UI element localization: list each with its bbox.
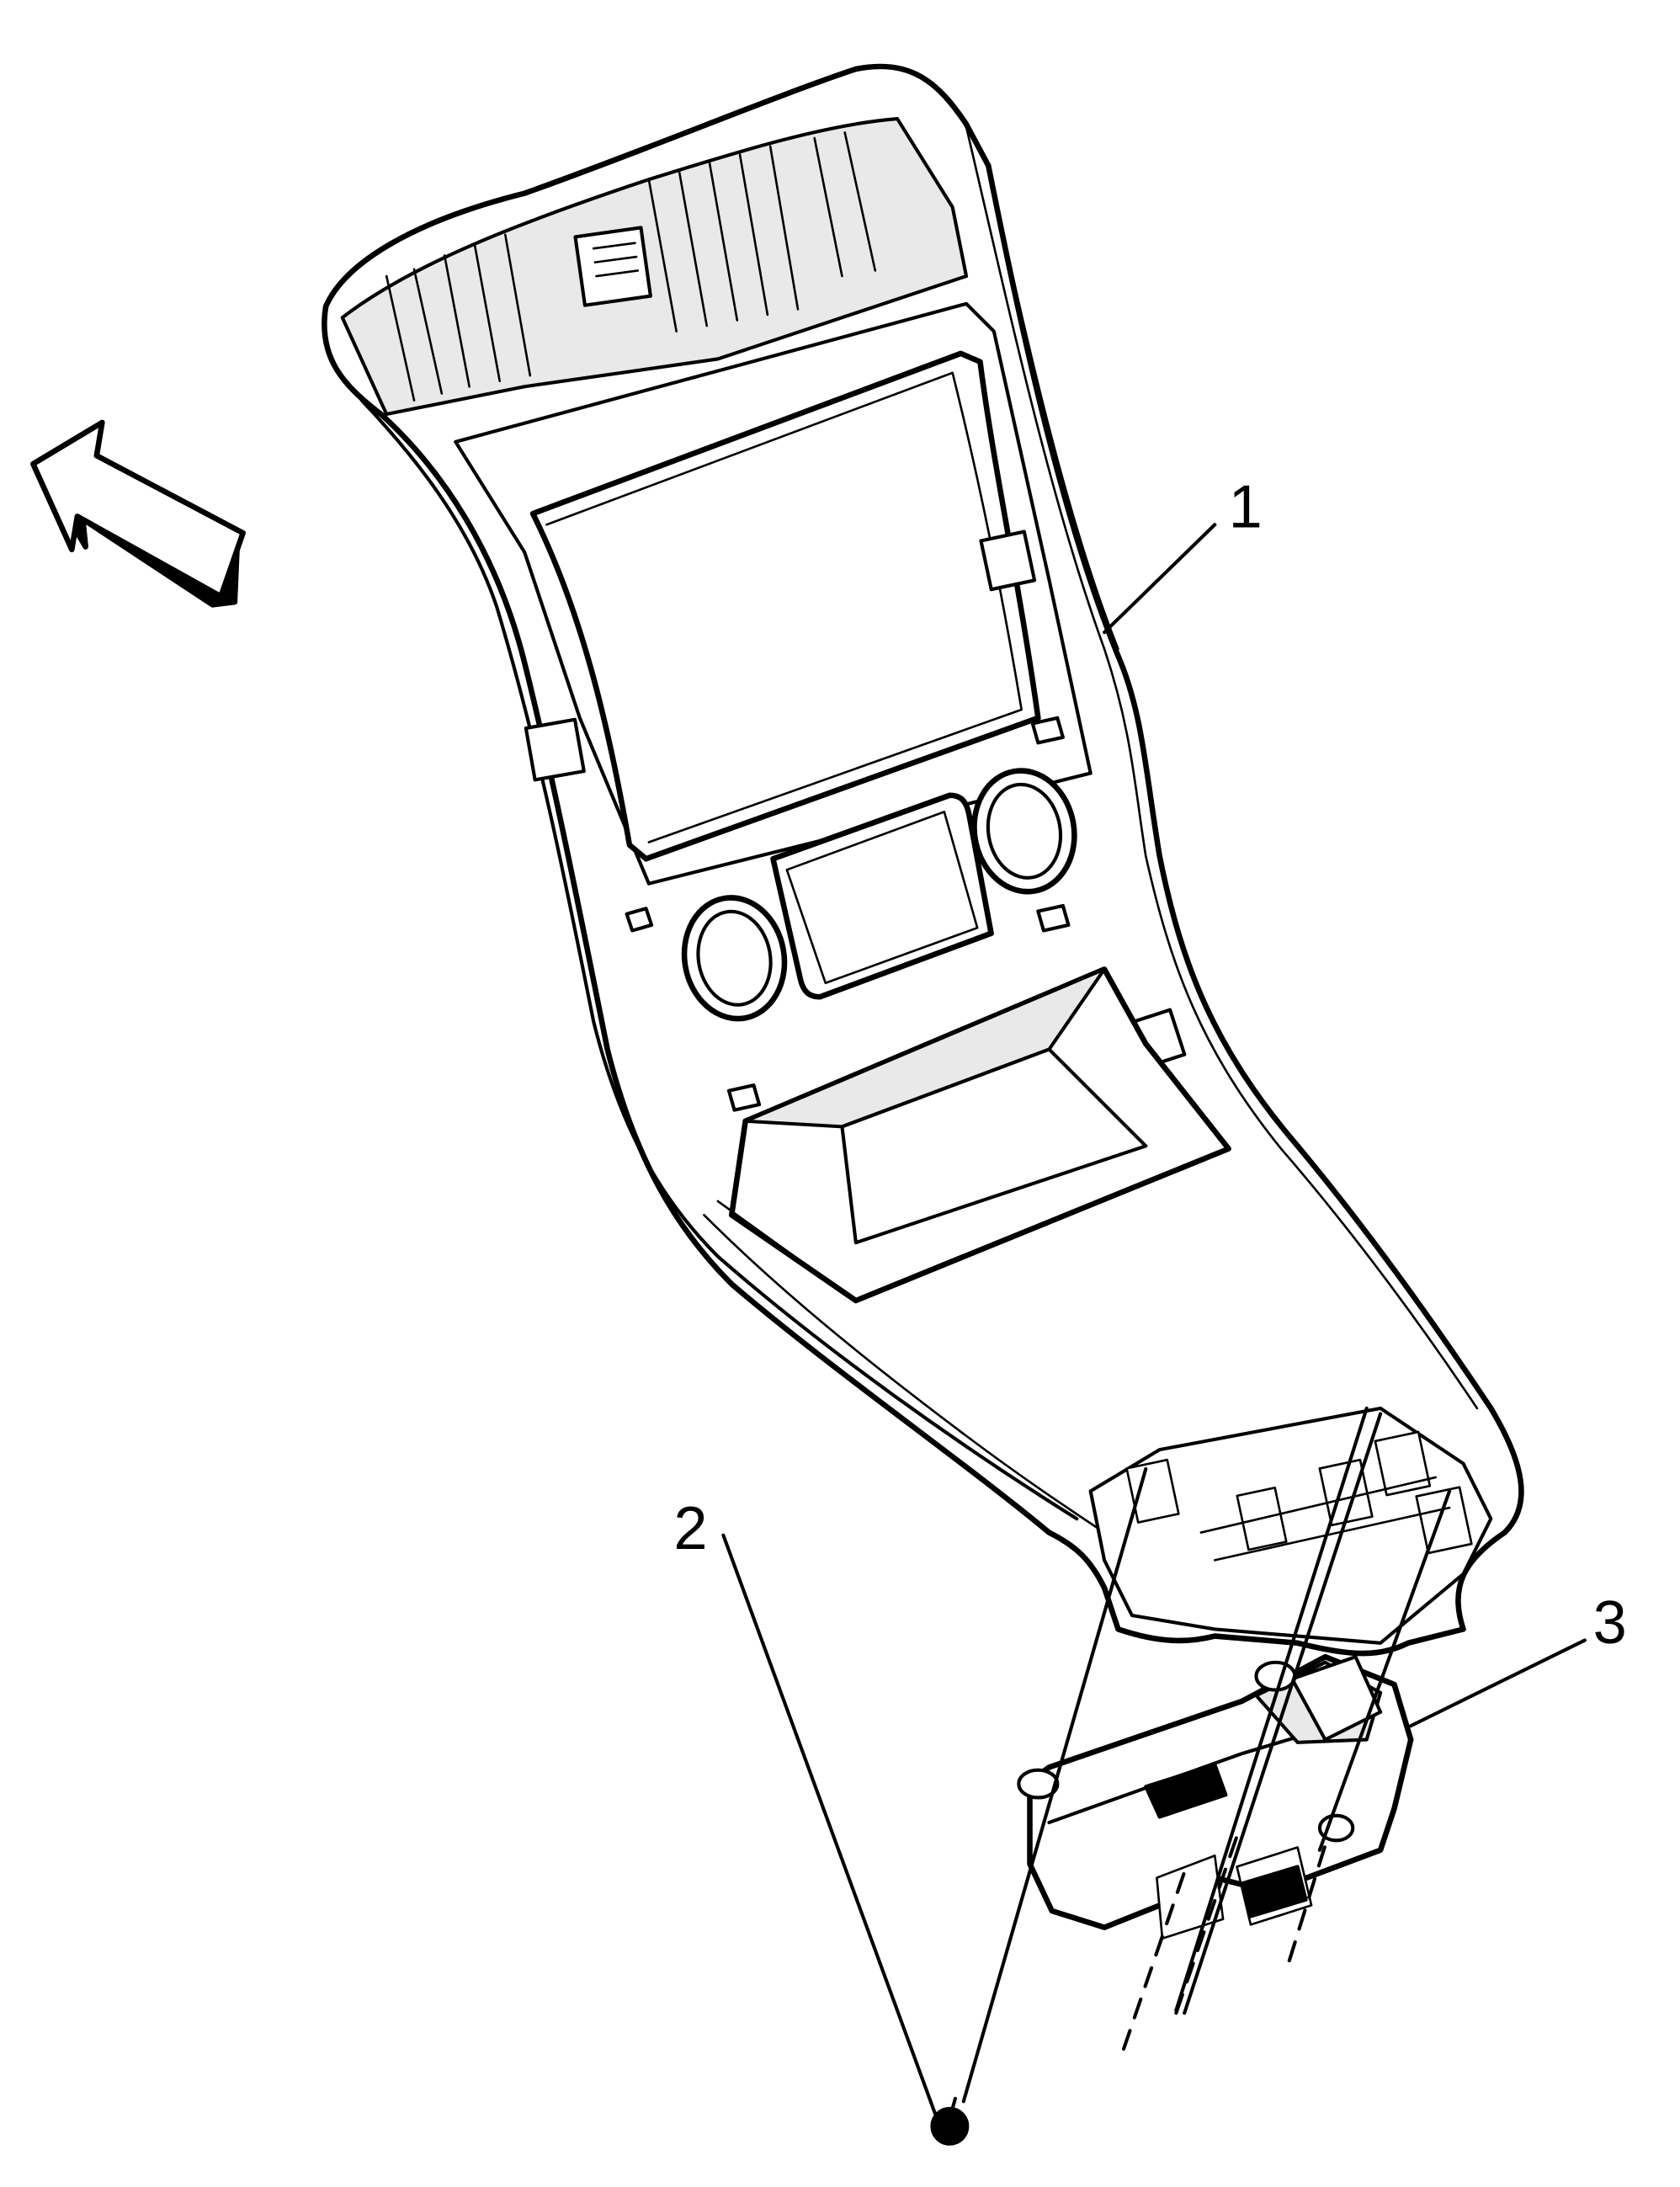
display-opening <box>529 350 1041 862</box>
callout-2-label: 2 <box>673 1495 707 1562</box>
direction-arrow-icon <box>30 419 246 608</box>
assembly-guide-lines <box>961 1406 1452 2104</box>
callout-1-label: 1 <box>1229 474 1263 541</box>
hvac-control-area <box>681 768 1077 1022</box>
trim-bezel-part <box>322 63 1524 1657</box>
callout-leaders <box>721 523 1587 2126</box>
switch-bracket-part <box>1017 1653 1414 1940</box>
hvac-display-window <box>770 792 994 1000</box>
screw-part <box>930 2096 970 2146</box>
callout-3-label: 3 <box>1593 1589 1627 1657</box>
